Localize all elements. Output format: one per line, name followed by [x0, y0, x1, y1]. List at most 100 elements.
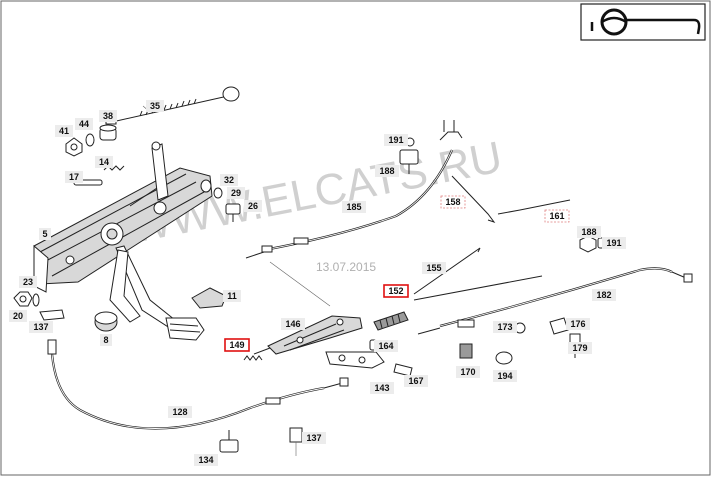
part-label-box	[194, 454, 218, 466]
part-label-128[interactable]: 128	[168, 406, 192, 418]
part-number: 8	[103, 335, 108, 345]
part-number: 134	[198, 455, 213, 465]
part-number: 176	[570, 319, 585, 329]
part-number: 44	[79, 119, 89, 129]
part-number: 182	[596, 290, 611, 300]
part-label-149[interactable]: 149	[224, 338, 250, 352]
part-number: 185	[346, 202, 361, 212]
part-label-158[interactable]: 158	[440, 195, 466, 209]
part-label-29[interactable]: 29	[227, 187, 245, 199]
part-label-17[interactable]: 17	[65, 171, 83, 183]
part-label-14[interactable]: 14	[95, 156, 113, 168]
part-label-box	[281, 318, 305, 330]
part-number: 179	[572, 343, 587, 353]
part-number: 29	[231, 188, 241, 198]
part-label-box	[456, 366, 480, 378]
equalizer-143	[325, 351, 385, 369]
part-label-box	[602, 237, 626, 249]
part-number: 173	[497, 322, 512, 332]
part-label-185[interactable]: 185	[342, 201, 366, 213]
part-number: 191	[606, 238, 621, 248]
part-label-167[interactable]: 167	[404, 375, 428, 387]
part-number: 137	[306, 433, 321, 443]
part-label-182[interactable]: 182	[592, 289, 616, 301]
part-number: 26	[248, 201, 258, 211]
part-number: 164	[378, 341, 393, 351]
part-label-box	[75, 118, 93, 130]
part-label-box	[342, 201, 366, 213]
part-label-152[interactable]: 152	[383, 284, 409, 298]
part-label-5[interactable]: 5	[39, 228, 51, 240]
part-label-box	[55, 125, 73, 137]
part-number: 20	[13, 311, 23, 321]
part-label-173[interactable]: 173	[493, 321, 517, 333]
part-label-11[interactable]: 11	[223, 290, 241, 302]
cable-182	[417, 267, 693, 335]
part-label-box	[566, 318, 590, 330]
part-label-26[interactable]: 26	[244, 200, 262, 212]
part-label-box	[29, 321, 53, 333]
part-label-box	[374, 340, 398, 352]
part-number: 146	[285, 319, 300, 329]
part-number: 191	[388, 135, 403, 145]
part-label-194[interactable]: 194	[493, 370, 517, 382]
part-label-box	[440, 195, 466, 209]
part-label-134[interactable]: 134	[194, 454, 218, 466]
part-label-38[interactable]: 38	[99, 110, 117, 122]
part-label-box	[568, 342, 592, 354]
part-labels: 35 38 41 44 14 17 32 29 26 5 23 20 137 8 11 191 188 185 15…	[9, 100, 626, 466]
part-label-170[interactable]: 170	[456, 366, 480, 378]
part-label-box	[39, 228, 51, 240]
part-label-box	[95, 156, 113, 168]
part-label-155[interactable]: 155	[422, 262, 446, 274]
part-label-41[interactable]: 41	[55, 125, 73, 137]
part-number: 128	[172, 407, 187, 417]
part-label-146[interactable]: 146	[281, 318, 305, 330]
part-number: 35	[150, 101, 160, 111]
part-label-164[interactable]: 164	[374, 340, 398, 352]
part-number: 152	[388, 286, 403, 296]
part-label-20[interactable]: 20	[9, 310, 27, 322]
part-label-box	[404, 375, 428, 387]
part-number: 11	[227, 291, 237, 301]
part-label-188[interactable]: 188	[577, 226, 601, 238]
part-label-8[interactable]: 8	[100, 334, 112, 346]
part-label-23[interactable]: 23	[19, 276, 37, 288]
part-number: 143	[374, 383, 389, 393]
part-number: 167	[408, 376, 423, 386]
part-label-box	[146, 100, 164, 112]
leader-lines	[142, 105, 331, 456]
part-number: 149	[229, 340, 244, 350]
part-label-box	[493, 321, 517, 333]
part-number: 161	[549, 211, 564, 221]
part-label-191[interactable]: 191	[384, 134, 408, 146]
part-label-188[interactable]: 188	[375, 165, 399, 177]
part-number: 194	[497, 371, 512, 381]
part-label-191[interactable]: 191	[602, 237, 626, 249]
cable-185	[245, 120, 463, 259]
small-parts-left	[13, 124, 241, 332]
part-number: 41	[59, 126, 69, 136]
part-label-box	[65, 171, 83, 183]
part-label-137[interactable]: 137	[302, 432, 326, 444]
rod-35	[105, 86, 240, 125]
part-label-box	[370, 382, 394, 394]
part-label-box	[224, 338, 250, 352]
part-number: 188	[379, 166, 394, 176]
part-number: 155	[426, 263, 441, 273]
part-number: 137	[33, 322, 48, 332]
part-label-179[interactable]: 179	[568, 342, 592, 354]
part-label-box	[544, 209, 570, 223]
part-label-box	[99, 110, 117, 122]
part-label-161[interactable]: 161	[544, 209, 570, 223]
part-label-44[interactable]: 44	[75, 118, 93, 130]
part-number: 170	[460, 367, 475, 377]
part-label-137[interactable]: 137	[29, 321, 53, 333]
part-label-143[interactable]: 143	[370, 382, 394, 394]
part-label-32[interactable]: 32	[220, 174, 238, 186]
part-label-176[interactable]: 176	[566, 318, 590, 330]
part-label-box	[220, 174, 238, 186]
part-label-35[interactable]: 35	[146, 100, 164, 112]
part-number: 5	[42, 229, 47, 239]
